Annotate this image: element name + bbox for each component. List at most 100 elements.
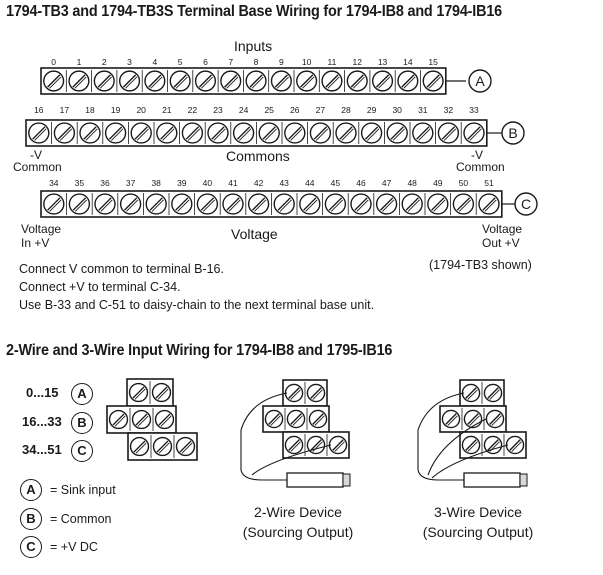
row-c-screw-36 [94, 193, 116, 215]
screw-slot [200, 197, 215, 211]
legend-stack-row-b-screw-2 [154, 409, 175, 430]
two-wire-wire-signal [240, 392, 288, 481]
row-b-terminal-number: 21 [162, 105, 172, 115]
screw-slot [226, 197, 240, 211]
screw-slot-edge [290, 441, 301, 452]
legend-b-letter-circle: B [20, 508, 42, 530]
row-a-terminal-number: 12 [353, 57, 363, 67]
screw-slot-edge [418, 128, 431, 141]
legend-stack-row-b-screw-0 [108, 409, 129, 430]
row-a-terminal-number: 3 [127, 57, 132, 67]
screw-slot [487, 439, 499, 451]
screw-slot-edge [187, 128, 201, 141]
row-c-screw-34 [43, 193, 65, 215]
screw-slot [72, 197, 87, 211]
screw-slot-edge [100, 199, 113, 212]
screw-slot-edge [135, 442, 147, 454]
legend-stack-row-c-screw-1 [152, 436, 173, 457]
screw-slot [134, 126, 148, 140]
screw-slot [288, 439, 300, 451]
screw-slot [312, 413, 324, 425]
range-a-letter-circle: A [71, 383, 93, 405]
row-c-right-label-1: Voltage [482, 222, 523, 236]
row-a-screw-5 [169, 70, 191, 92]
legend-stack-row-b-screw-1 [131, 409, 152, 430]
screw-slot-edge [334, 441, 345, 452]
two-wire-row-c-screw-0 [284, 435, 304, 455]
screw-slot-edge [467, 441, 478, 452]
row-a-screw-11 [321, 70, 343, 92]
screw-slot [445, 413, 457, 425]
three-wire-row-b-screw-1 [463, 409, 483, 429]
screw-slot-edge [228, 199, 241, 212]
row-c-terminal-number: 34 [49, 178, 59, 188]
screw-slot [251, 197, 266, 211]
screw-slot [332, 439, 344, 451]
range-c-letter-circle: C [71, 440, 93, 462]
screw-slot-edge [239, 128, 252, 141]
row-a-screw-8 [245, 70, 267, 92]
screw-slot [47, 197, 61, 211]
terminal-stack-legend [106, 378, 198, 461]
screw-slot [185, 126, 200, 140]
row-a-screw-10 [296, 70, 318, 92]
screw-slot-edge [177, 199, 190, 212]
row-a-screw-13 [371, 70, 394, 92]
screw-slot [112, 413, 125, 426]
two-wire-device-body [286, 472, 344, 488]
screw-slot-edge [290, 389, 301, 400]
row-c-terminal-number: 35 [75, 178, 85, 188]
screw-slot-edge [137, 415, 149, 427]
screw-slot-edge [202, 199, 216, 212]
row-b-screw-28 [335, 122, 357, 144]
row-a-terminal-number: 1 [77, 57, 82, 67]
two-wire-row-c-screw-2 [328, 435, 348, 455]
screw-slot [274, 74, 288, 88]
screw-slot-edge [315, 128, 329, 141]
screw-slot [122, 74, 137, 88]
row-c-screw-37 [119, 193, 142, 215]
screw-slot-edge [158, 442, 170, 454]
row-b-terminal-number: 19 [111, 105, 121, 115]
screw-slot-edge [305, 199, 318, 212]
screw-slot [175, 197, 189, 211]
row-c-terminal-number: 45 [331, 178, 341, 188]
row-a-terminal-number: 4 [152, 57, 157, 67]
three-wire-device-tip [519, 473, 528, 487]
inputs-heading: Inputs [234, 38, 273, 54]
row-b-screw-16 [28, 122, 50, 144]
row-c-terminal-number: 44 [305, 178, 315, 188]
screw-slot-edge [392, 128, 405, 141]
row-c-terminal-number: 43 [279, 178, 289, 188]
row-a-screw-15 [422, 70, 444, 92]
row-a-terminal-number: 8 [254, 57, 259, 67]
screw-slot [277, 197, 291, 211]
commons-heading: Commons [226, 148, 290, 164]
row-b-screw-32 [437, 122, 460, 144]
screw-slot-edge [157, 388, 169, 400]
screw-slot [156, 440, 169, 453]
row-b-terminal-number: 30 [392, 105, 402, 115]
screw-slot [262, 126, 276, 140]
row-b-screw-24 [232, 122, 255, 144]
row-c-terminal-number: 42 [254, 178, 264, 188]
row-c-terminal-number: 36 [100, 178, 110, 188]
screw-slot-edge [447, 415, 458, 426]
row-c-screw-44 [299, 193, 321, 215]
screw-slot [310, 439, 322, 451]
screw-slot [390, 126, 404, 140]
range-a-text: 0...15 [26, 385, 59, 400]
screw-slot-edge [114, 415, 126, 427]
row-a-letter-circle: A [468, 69, 492, 93]
screw-slot [290, 413, 302, 425]
note-line-2: Connect +V to terminal C-34. [19, 280, 181, 294]
screw-slot-edge [443, 128, 457, 141]
three-wire-row-b-screw-2 [485, 409, 505, 429]
screw-slot [47, 74, 61, 88]
screw-slot [431, 197, 445, 211]
letter-circle-text: B [508, 125, 517, 141]
legend-c-text: = +V DC [50, 540, 98, 554]
row-b-screw-29 [360, 122, 383, 144]
screw-slot [160, 126, 174, 140]
screw-slot [98, 197, 112, 211]
